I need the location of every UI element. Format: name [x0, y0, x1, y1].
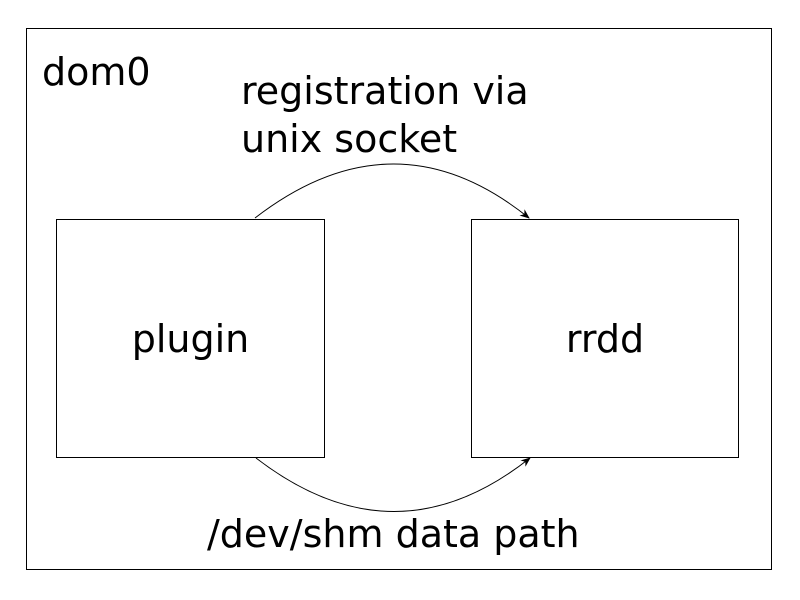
data-path-edge-label: /dev/shm data path — [207, 512, 580, 556]
registration-edge-label: registration via unix socket — [241, 67, 529, 163]
dom0-container — [26, 28, 772, 570]
plugin-node: plugin — [56, 219, 325, 458]
rrdd-node-label: rrdd — [565, 316, 645, 361]
dom0-label: dom0 — [42, 50, 151, 94]
registration-label-line1: registration via — [241, 69, 529, 113]
plugin-node-label: plugin — [131, 316, 250, 361]
rrdd-node: rrdd — [471, 219, 739, 458]
registration-label-line2: unix socket — [241, 117, 458, 161]
